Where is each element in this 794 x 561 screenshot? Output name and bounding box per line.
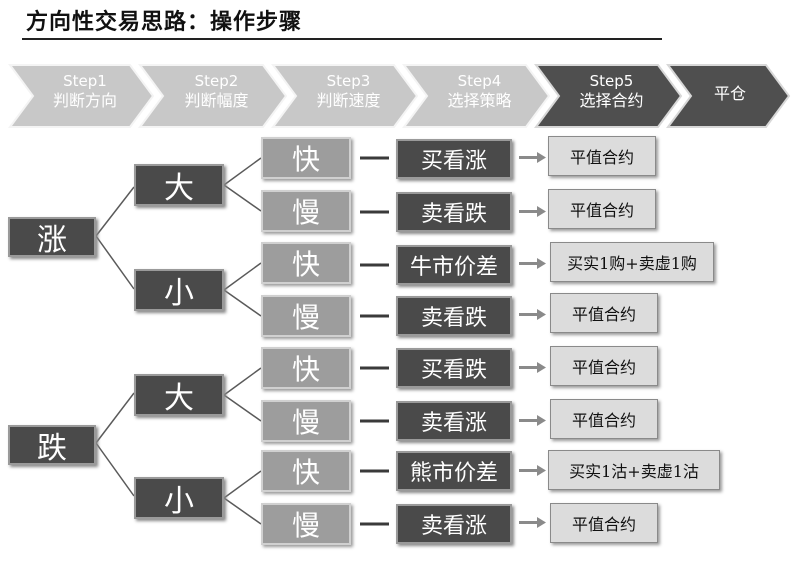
contract-box: 平值合约 <box>548 189 656 229</box>
arrow-6 <box>519 415 546 426</box>
page-title: 方向性交易思路：操作步骤 <box>26 10 303 35</box>
title-underline <box>22 38 662 40</box>
strategy-box: 卖看跌 <box>396 296 512 336</box>
step-6-label: 平仓 <box>713 84 746 103</box>
step-4-number: Step4 <box>457 72 502 90</box>
strategy-box: 卖看涨 <box>396 401 512 441</box>
magnitude-down-small: 小 <box>134 477 224 519</box>
contract-box: 平值合约 <box>550 293 658 333</box>
step-1-label: 判断方向 <box>52 91 117 110</box>
step-3-label: 判断速度 <box>316 91 381 110</box>
step-3: Step3 判断速度 <box>292 71 405 111</box>
contract-box: 平值合约 <box>548 136 656 176</box>
contract-box: 买实1沽+卖虚1沽 <box>548 450 720 490</box>
strategy-box: 卖看跌 <box>396 192 512 232</box>
speed-box: 快 <box>261 137 351 179</box>
direction-down: 跌 <box>8 425 96 466</box>
step-2: Step2 判断幅度 <box>160 71 273 111</box>
step-5-number: Step5 <box>589 72 634 90</box>
strategy-box: 买看涨 <box>396 139 512 179</box>
strategy-box: 卖看涨 <box>396 504 512 544</box>
step-1: Step1 判断方向 <box>30 71 140 111</box>
speed-box: 快 <box>261 450 351 492</box>
step-chevron-6 <box>666 64 791 128</box>
step-5-label: 选择合约 <box>579 91 644 110</box>
step-chevron-5 <box>534 64 683 128</box>
step-5: Step5 选择合约 <box>555 71 668 111</box>
speed-box: 快 <box>261 242 351 284</box>
strategy-box: 牛市价差 <box>396 245 512 285</box>
step-chevron-1 <box>8 64 155 128</box>
step-2-number: Step2 <box>194 72 239 90</box>
step-chevron-4 <box>402 64 551 128</box>
strategy-box: 买看跌 <box>396 348 512 388</box>
arrow-3 <box>519 258 546 269</box>
arrow-7 <box>519 465 546 476</box>
strategy-box: 熊市价差 <box>396 451 512 491</box>
step-chevron-2 <box>138 64 288 128</box>
magnitude-up-small: 小 <box>134 269 224 311</box>
contract-box: 平值合约 <box>550 399 658 439</box>
arrow-5 <box>519 362 546 373</box>
step-4-label: 选择策略 <box>447 91 512 110</box>
magnitude-down-large: 大 <box>134 374 224 416</box>
arrow-4 <box>519 309 546 320</box>
speed-box: 快 <box>261 347 351 389</box>
speed-box: 慢 <box>261 400 351 442</box>
arrow-8 <box>519 517 546 528</box>
direction-up: 涨 <box>8 217 96 258</box>
speed-box: 慢 <box>261 190 351 232</box>
step-3-number: Step3 <box>326 72 371 90</box>
step-2-label: 判断幅度 <box>184 91 249 110</box>
step-1-number: Step1 <box>63 72 107 90</box>
magnitude-up-large: 大 <box>134 164 224 206</box>
speed-box: 慢 <box>261 503 351 545</box>
step-6: 平仓 <box>685 84 775 104</box>
contract-box: 平值合约 <box>550 346 658 386</box>
speed-box: 慢 <box>261 295 351 337</box>
step-4: Step4 选择策略 <box>423 71 536 111</box>
arrow-2 <box>519 206 546 217</box>
contract-box: 平值合约 <box>550 503 658 543</box>
arrow-1 <box>519 152 546 163</box>
contract-box: 买实1购+卖虚1购 <box>550 242 714 282</box>
step-chevron-3 <box>271 64 419 128</box>
